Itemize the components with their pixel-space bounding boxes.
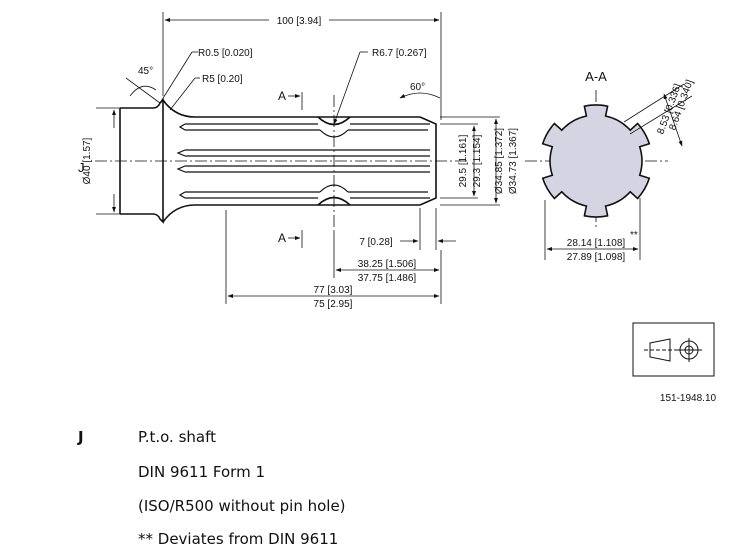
dim-groove-max: 38.25 [1.506] [358,259,417,270]
dim-root-max: 29.5 [1.161] [458,134,469,187]
legend-line-3: (ISO/R500 without pin hole) [138,497,346,515]
dim-r-fillet: R5 [0.20] [202,74,243,85]
dim-major-min: Ø34.73 [1.367] [508,128,519,194]
dim-major-max: Ø34.85 [1.372] [494,128,505,194]
dim-width-min: 27.89 [1.098] [567,252,626,263]
dim-root-min: 29.3 [1.154] [472,134,483,187]
legend-line-4: ** Deviates from DIN 9611 [138,530,339,548]
legend-key: J [78,428,84,446]
section-title: A-A [585,69,607,84]
section-marker-top: A [278,89,286,103]
drawing-number: 151-1948.10 [660,393,717,404]
dim-chamfer-angle: 45° [138,66,153,77]
dim-spline-max: 77 [3.03] [314,285,353,296]
section-marker-bottom: A [278,231,286,245]
dim-groove-min: 37.75 [1.486] [358,273,417,284]
shaft-side-view [119,98,437,224]
dim-r-groove: R6.7 [0.267] [372,48,427,59]
section-view-a-a [541,83,693,260]
dimension-lines [96,12,500,304]
label-j: J [78,160,85,175]
projection-symbol [632,322,715,377]
dim-end-length: 7 [0.28] [359,237,393,248]
dim-deviation-mark: ** [630,230,638,241]
legend-line-2: DIN 9611 Form 1 [138,463,266,481]
dim-r-small: R0.5 [0.020] [198,48,253,59]
dim-width-max: 28.14 [1.108] [567,238,626,249]
legend-line-1: P.t.o. shaft [138,428,216,446]
dim-spline-min: 75 [2.95] [314,299,353,310]
dim-tip-angle: 60° [410,82,425,93]
dim-hub-dia: Ø40 [1.57] [82,137,93,184]
dimension-text: 100 [3.94] 45° R0.5 [0.020] R5 [0.20] R6… [82,16,696,310]
spline-cross-section [541,104,651,218]
dim-overall-length: 100 [3.94] [277,16,322,27]
